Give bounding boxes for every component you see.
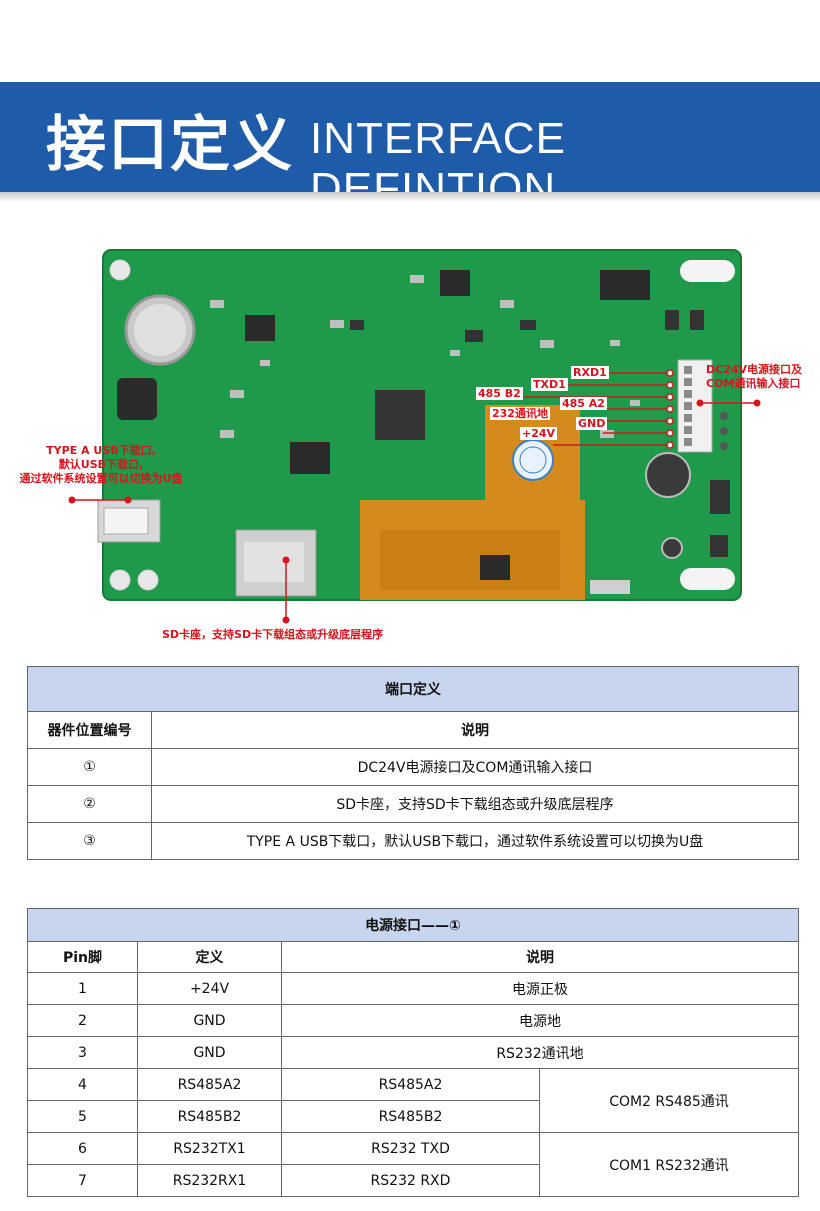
power-table-title: 电源接口——① <box>27 908 799 942</box>
port-description: TYPE A USB下载口，默认USB下载口，通过软件系统设置可以切换为U盘 <box>151 822 799 860</box>
power-table-header-desc: 说明 <box>281 941 799 973</box>
callout-sd: SD卡座，支持SD卡下载组态或升级底层程序 <box>162 628 384 641</box>
pin-number: 6 <box>27 1132 138 1165</box>
pin-group-com1: COM1 RS232通讯 <box>539 1132 799 1197</box>
banner-title-cn: 接口定义 <box>46 110 294 180</box>
port-definition-table: 端口定义 器件位置编号 说明 ① DC24V电源接口及COM通讯输入接口 ② S… <box>27 666 799 860</box>
banner-shadow <box>0 192 820 202</box>
port-description: SD卡座，支持SD卡下载组态或升级底层程序 <box>151 785 799 823</box>
pin-label-txd1: TXD1 <box>531 378 568 391</box>
callout-usb: TYPE A USB下载口, 默认USB下载口, 通过软件系统设置可以切换为U盘 <box>8 444 194 486</box>
pin-definition: +24V <box>137 972 282 1005</box>
port-table-header-desc: 说明 <box>151 711 799 749</box>
pcb-board-image <box>68 249 761 624</box>
pin-label-rxd1: RXD1 <box>571 366 609 379</box>
header-banner: 接口定义 INTERFACE DEFINTION <box>0 82 820 213</box>
pin-label-485b2: 485 B2 <box>476 387 523 400</box>
pin-number: 1 <box>27 972 138 1005</box>
pin-definition: RS232TX1 <box>137 1132 282 1165</box>
table-row: 6 RS232TX1 RS232 TXD COM1 RS232通讯 <box>27 1132 799 1197</box>
pin-description: 电源正极 <box>281 972 799 1005</box>
pin-description: RS485B2 <box>281 1100 540 1133</box>
table-row: 3 GND RS232通讯地 <box>27 1036 799 1069</box>
pin-label-232gnd: 232通讯地 <box>490 407 550 420</box>
port-table-title: 端口定义 <box>27 666 799 712</box>
port-description: DC24V电源接口及COM通讯输入接口 <box>151 748 799 786</box>
pin-number: 3 <box>27 1036 138 1069</box>
callout-dc-power-line1: DC24V电源接口及 <box>706 363 803 376</box>
pin-label-gnd: GND <box>576 417 608 430</box>
pin-number: 5 <box>27 1100 138 1133</box>
callout-usb-line1: TYPE A USB下载口, <box>46 444 156 457</box>
pin-group-com2: COM2 RS485通讯 <box>539 1068 799 1133</box>
table-row: 7 RS232RX1 RS232 RXD <box>27 1164 799 1197</box>
pin-description: RS232 TXD <box>281 1132 540 1165</box>
pin-definition: RS232RX1 <box>137 1164 282 1197</box>
pin-label-485a2: 485 A2 <box>560 397 607 410</box>
pin-number: 2 <box>27 1004 138 1037</box>
table-row: ③ TYPE A USB下载口，默认USB下载口，通过软件系统设置可以切换为U盘 <box>27 822 799 860</box>
pin-definition: GND <box>137 1004 282 1037</box>
pin-description: RS232通讯地 <box>281 1036 799 1069</box>
pin-definition: RS485B2 <box>137 1100 282 1133</box>
table-row: 2 GND 电源地 <box>27 1004 799 1037</box>
port-number: ② <box>27 785 152 823</box>
callout-dc-power: DC24V电源接口及 COM通讯输入接口 <box>706 363 802 391</box>
callout-usb-line3: 通过软件系统设置可以切换为U盘 <box>19 472 183 485</box>
table-row: ① DC24V电源接口及COM通讯输入接口 <box>27 748 799 786</box>
pin-description: 电源地 <box>281 1004 799 1037</box>
table-row: 5 RS485B2 RS485B2 <box>27 1100 799 1133</box>
table-row: 4 RS485A2 RS485A2 COM2 RS485通讯 <box>27 1068 799 1133</box>
banner-title-en: INTERFACE DEFINTION <box>310 114 566 213</box>
pin-description: RS485A2 <box>281 1068 540 1101</box>
power-table-header-def: 定义 <box>137 941 282 973</box>
power-interface-table: 电源接口——① Pin脚 定义 说明 1 +24V 电源正极 2 GND 电源地… <box>27 908 799 1197</box>
port-number: ① <box>27 748 152 786</box>
table-row: ② SD卡座，支持SD卡下载组态或升级底层程序 <box>27 785 799 823</box>
pin-label-24v: +24V <box>520 427 558 440</box>
callout-usb-line2: 默认USB下载口, <box>58 458 144 471</box>
board-illustration: RXD1 TXD1 485 B2 485 A2 232通讯地 GND +24V … <box>0 230 820 660</box>
pin-number: 7 <box>27 1164 138 1197</box>
power-table-header-pin: Pin脚 <box>27 941 138 973</box>
pin-definition: RS485A2 <box>137 1068 282 1101</box>
port-table-header-position: 器件位置编号 <box>27 711 152 749</box>
table-row: 1 +24V 电源正极 <box>27 972 799 1005</box>
pin-definition: GND <box>137 1036 282 1069</box>
port-number: ③ <box>27 822 152 860</box>
callout-dc-power-line2: COM通讯输入接口 <box>706 377 801 390</box>
pin-number: 4 <box>27 1068 138 1101</box>
pin-description: RS232 RXD <box>281 1164 540 1197</box>
